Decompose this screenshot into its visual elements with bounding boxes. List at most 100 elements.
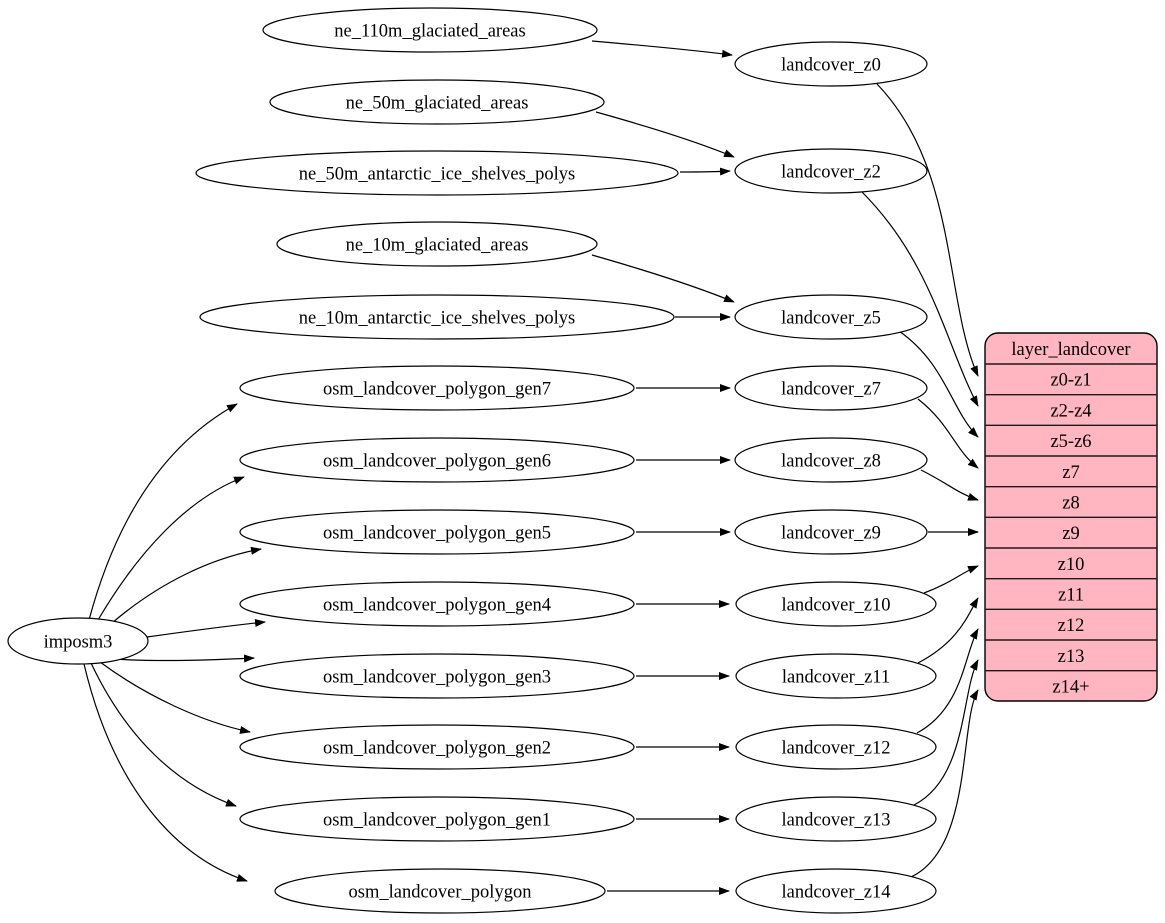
edge-ne10m-glaciated-to-z5 — [591, 254, 735, 303]
edge-ne50m-glaciated-to-z2 — [595, 111, 735, 158]
node-osm-landcover-polygon-gen1: osm_landcover_polygon_gen1 — [239, 796, 635, 842]
record-row-z14plus: z14+ — [1052, 677, 1089, 697]
node-ellipse — [7, 617, 149, 665]
node-label: landcover_z8 — [781, 451, 881, 471]
edge-z5-to-row-z5-z6 — [898, 330, 979, 438]
record-row-z13: z13 — [1058, 647, 1085, 667]
edge-z14-to-row-z14plus — [910, 689, 979, 878]
node-label: landcover_z14 — [782, 882, 891, 902]
node-osm-landcover-polygon-gen6: osm_landcover_polygon_gen6 — [239, 437, 635, 483]
node-label: landcover_z0 — [781, 55, 881, 75]
node-ellipse — [734, 509, 928, 555]
node-osm-landcover-polygon-gen3: osm_landcover_polygon_gen3 — [239, 653, 635, 699]
node-osm-landcover-polygon-gen5: osm_landcover_polygon_gen5 — [239, 509, 635, 555]
node-imposm3: imposm3 — [7, 617, 149, 665]
node-ellipse — [239, 653, 635, 699]
node-landcover-z10: landcover_z10 — [735, 581, 937, 627]
node-ellipse — [734, 294, 928, 340]
node-ne-10m-glaciated-areas: ne_10m_glaciated_areas — [276, 221, 598, 267]
record-row-z8: z8 — [1062, 493, 1079, 513]
node-landcover-z0: landcover_z0 — [734, 41, 928, 87]
node-label: imposm3 — [44, 632, 113, 652]
node-ellipse — [734, 437, 928, 483]
edge-imposm3-to-gen3 — [112, 654, 255, 663]
node-osm-landcover-polygon-gen7: osm_landcover_polygon_gen7 — [239, 365, 635, 411]
node-ellipse — [735, 724, 937, 770]
edge-imposm3-to-gen6 — [97, 476, 245, 621]
node-label: ne_50m_antarctic_ice_shelves_polys — [299, 164, 575, 184]
node-label: osm_landcover_polygon_gen1 — [323, 810, 551, 830]
edge-ne110m-glaciated-to-z0 — [591, 40, 733, 58]
record-row-z11: z11 — [1058, 585, 1084, 605]
node-landcover-z13: landcover_z13 — [735, 796, 937, 842]
node-landcover-z11: landcover_z11 — [735, 653, 937, 699]
node-label: osm_landcover_polygon — [349, 882, 532, 902]
record-row-z0-z1: z0-z1 — [1050, 370, 1091, 390]
node-label: osm_landcover_polygon_gen2 — [323, 738, 551, 758]
node-ne-50m-antarctic-ice-shelves-polys: ne_50m_antarctic_ice_shelves_polys — [195, 150, 679, 196]
node-ellipse — [239, 365, 635, 411]
node-ellipse — [735, 581, 937, 627]
node-ne-110m-glaciated-areas: ne_110m_glaciated_areas — [262, 7, 598, 53]
node-ellipse — [734, 365, 928, 411]
node-label: osm_landcover_polygon_gen6 — [323, 451, 551, 471]
node-ellipse — [239, 724, 635, 770]
node-landcover-z5: landcover_z5 — [734, 294, 928, 340]
node-label: landcover_z2 — [781, 162, 881, 182]
record-row-z5-z6: z5-z6 — [1050, 432, 1091, 452]
record-title: layer_landcover — [1011, 340, 1130, 360]
node-ellipse — [735, 868, 937, 914]
node-label: ne_110m_glaciated_areas — [334, 21, 525, 41]
edge-ne50m-antarctic-to-z2 — [679, 167, 731, 176]
node-landcover-z14: landcover_z14 — [735, 868, 937, 914]
edge-z12-to-row-z12 — [916, 628, 979, 734]
node-label: landcover_z13 — [782, 810, 891, 830]
node-landcover-z7: landcover_z7 — [734, 365, 928, 411]
node-label: landcover_z10 — [782, 595, 891, 615]
node-label: ne_10m_antarctic_ice_shelves_polys — [299, 308, 575, 328]
edge-imposm3-to-gen5 — [111, 546, 262, 624]
node-label: landcover_z5 — [781, 308, 881, 328]
node-ellipse — [269, 79, 605, 125]
node-ellipse — [734, 41, 928, 87]
node-ne-10m-antarctic-ice-shelves-polys: ne_10m_antarctic_ice_shelves_polys — [199, 294, 675, 340]
node-ellipse — [276, 221, 598, 267]
node-ellipse — [199, 294, 675, 340]
node-landcover-z12: landcover_z12 — [735, 724, 937, 770]
record-row-z7: z7 — [1062, 463, 1079, 483]
node-label: ne_10m_glaciated_areas — [346, 235, 529, 255]
nodes: imposm3 ne_110m_glaciated_areas ne_50m_g… — [7, 7, 937, 914]
node-label: osm_landcover_polygon_gen3 — [323, 667, 551, 687]
record-row-z2-z4: z2-z4 — [1050, 401, 1091, 421]
node-landcover-z9: landcover_z9 — [734, 509, 928, 555]
node-ellipse — [735, 796, 937, 842]
record-row-z12: z12 — [1058, 616, 1085, 636]
node-label: landcover_z9 — [781, 523, 881, 543]
node-ellipse — [239, 796, 635, 842]
node-ellipse — [262, 7, 598, 53]
node-ellipse — [239, 581, 635, 627]
edge-imposm3-to-gen7 — [88, 403, 238, 621]
node-ellipse — [239, 509, 635, 555]
edge-imposm3-to-gen2 — [99, 661, 251, 734]
node-landcover-z8: landcover_z8 — [734, 437, 928, 483]
node-ellipse — [239, 437, 635, 483]
edge-imposm3-to-polygon — [83, 663, 248, 882]
node-osm-landcover-polygon: osm_landcover_polygon — [274, 868, 606, 914]
edge-z11-to-row-z11 — [917, 597, 979, 664]
node-osm-landcover-polygon-gen2: osm_landcover_polygon_gen2 — [239, 724, 635, 770]
node-label: landcover_z12 — [782, 738, 891, 758]
edge-z8-to-row-z8 — [920, 469, 979, 501]
node-label: osm_landcover_polygon_gen7 — [323, 379, 551, 399]
node-ellipse — [274, 868, 606, 914]
node-label: ne_50m_glaciated_areas — [346, 93, 529, 113]
node-ne-50m-glaciated-areas: ne_50m_glaciated_areas — [269, 79, 605, 125]
node-ellipse — [735, 653, 937, 699]
node-ellipse — [195, 150, 679, 196]
node-landcover-z2: landcover_z2 — [734, 148, 928, 194]
edge-z10-to-row-z10 — [923, 565, 979, 594]
node-label: osm_landcover_polygon_gen4 — [323, 595, 551, 615]
edge-z0-to-row-z0-z1 — [876, 83, 979, 377]
